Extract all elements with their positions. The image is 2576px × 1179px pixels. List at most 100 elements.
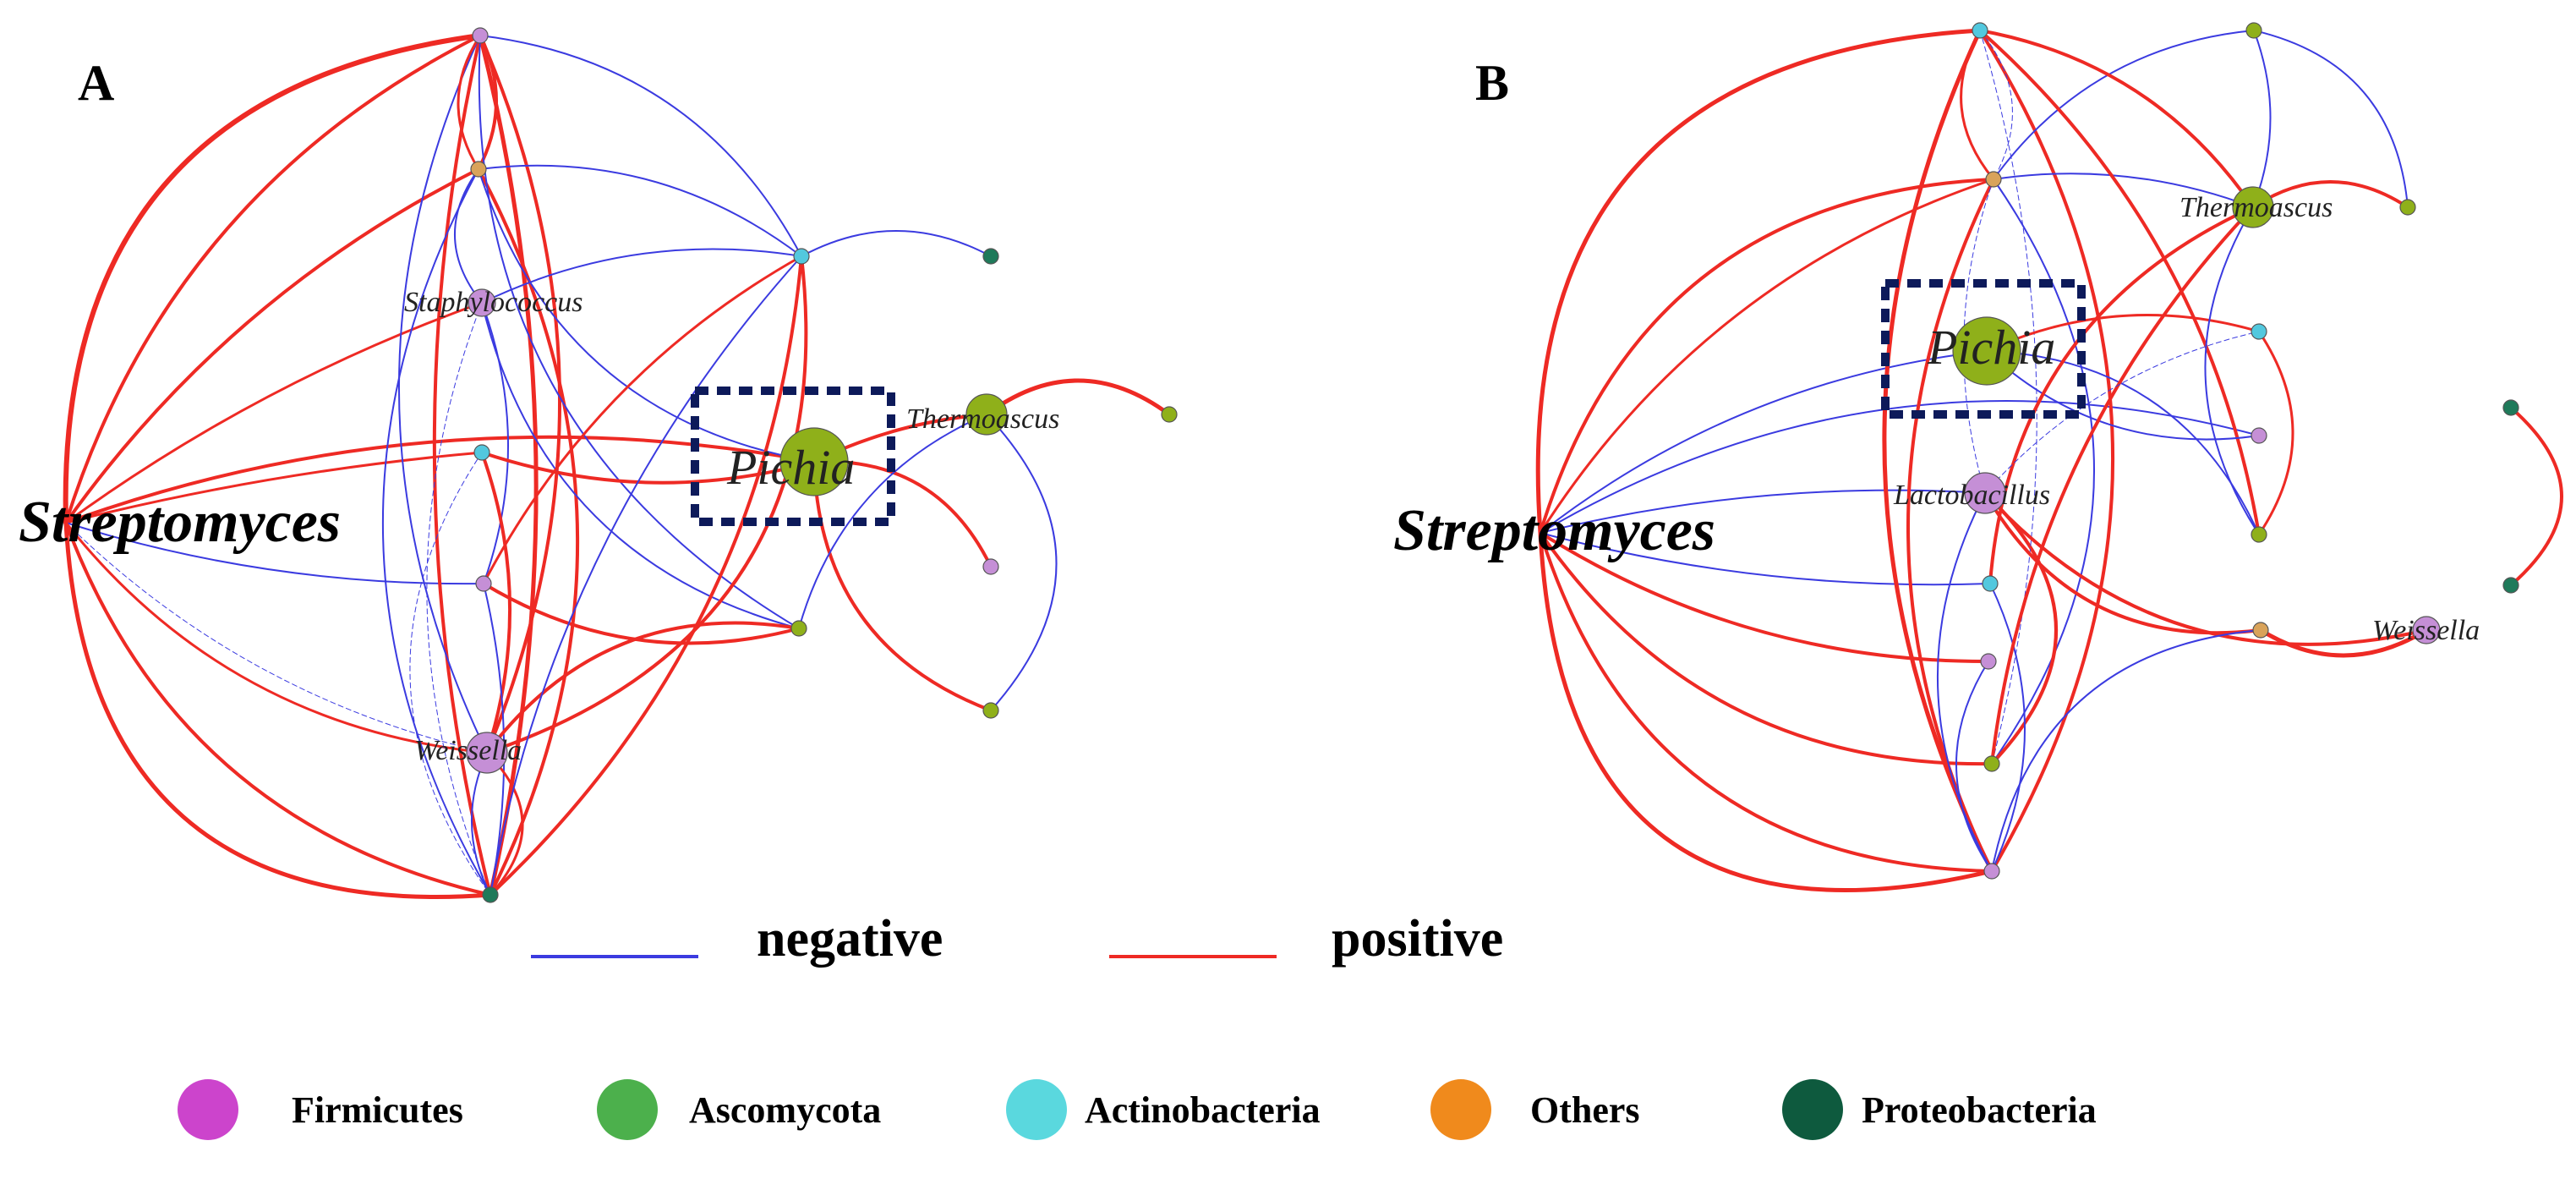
node-ascomycota (1161, 406, 1178, 423)
positive-edge (812, 460, 993, 712)
node-firmicutes (1980, 653, 1997, 670)
positive-edge (1538, 530, 1994, 893)
node-ascomycota (779, 427, 849, 496)
positive-edge (477, 167, 580, 897)
node-others (2252, 622, 2269, 639)
negative-edge (481, 248, 802, 304)
positive-edge (64, 521, 489, 754)
negative-edge (1979, 30, 2013, 180)
negative-edge (1936, 492, 1993, 872)
negative-edge (986, 414, 1058, 711)
node-ascomycota (2399, 199, 2416, 216)
positive-edge (64, 301, 484, 524)
firmicutes-legend-label: Firmicutes (292, 1089, 463, 1131)
firmicutes-legend-dot (178, 1079, 238, 1140)
node-ascomycota (1983, 755, 2000, 772)
node-actinobacteria (2251, 323, 2267, 340)
positive-edge (1539, 531, 1994, 873)
positive-legend-label: positive (1332, 910, 1503, 968)
thermoascus-label-b: Thermoascus (2179, 192, 2333, 223)
streptomyces-label-a: Streptomyces (19, 490, 341, 555)
negative-edge (2252, 30, 2272, 208)
positive-edge (1988, 206, 2255, 585)
negative-edge (481, 302, 800, 629)
edge-legend: negative positive (531, 910, 1503, 968)
positive-edge (1983, 491, 2058, 765)
node-firmicutes (1964, 472, 2006, 514)
positive-edge (485, 751, 524, 897)
negative-edge (478, 35, 800, 629)
others-legend-dot (1430, 1079, 1491, 1140)
positive-edge (457, 34, 482, 171)
ascomycota-legend-dot (597, 1079, 658, 1140)
positive-edge (489, 255, 803, 897)
node-firmicutes (1983, 863, 2000, 880)
pichia-highlight-box-b (1881, 279, 2086, 419)
positive-edge (63, 33, 483, 525)
actinobacteria-legend-label: Actinobacteria (1085, 1089, 1321, 1131)
negative-edge (1540, 350, 1988, 534)
proteobacteria-legend-label: Proteobacteria (1862, 1089, 2097, 1131)
node-ascomycota (965, 393, 1008, 436)
positive-edge (482, 255, 803, 585)
node-firmicutes (2251, 427, 2267, 444)
positive-edge (2258, 628, 2429, 658)
node-others (1985, 171, 2002, 188)
positive-edge (64, 451, 484, 524)
node-actinobacteria (1972, 22, 1988, 39)
positive-edge (1978, 29, 2255, 209)
others-legend-label: Others (1530, 1089, 1640, 1131)
negative-edge (1986, 350, 2260, 441)
positive-edge (2509, 406, 2563, 587)
negative-edge (489, 255, 802, 896)
negative-edge (798, 414, 987, 629)
positive-edge (479, 34, 561, 754)
positive-edge (1983, 491, 2262, 635)
negative-edge (2253, 30, 2409, 208)
positive-edge (1978, 29, 2114, 873)
node-ascomycota (982, 702, 999, 719)
positive-edge (480, 451, 816, 485)
positive-edge (485, 621, 801, 754)
negative-edge (1963, 178, 1994, 494)
node-proteobacteria (482, 886, 499, 903)
node-ascomycota (2251, 526, 2267, 543)
negative-edge (1955, 661, 1993, 872)
panel-letter-b: B (1475, 55, 1509, 111)
negative-edge (1986, 350, 2260, 535)
negative-edge (1991, 629, 2262, 872)
ascomycota-legend-label: Ascomycota (689, 1089, 881, 1131)
node-proteobacteria (2502, 577, 2519, 594)
negative-edge (478, 168, 815, 463)
negative-edge (801, 230, 992, 257)
streptomyces-label-b: Streptomyces (1393, 498, 1715, 563)
negative-edge (1993, 173, 2254, 208)
panel-letter-a: A (78, 55, 114, 111)
negative-edge (1540, 489, 1986, 534)
negative-edge (483, 583, 506, 896)
positive-edge (485, 255, 808, 754)
negative-edge (481, 302, 509, 584)
node-ascomycota (1952, 316, 2021, 386)
positive-edge (1535, 28, 1983, 535)
positive-edge (478, 33, 539, 897)
pichia-label-a: Pichia (726, 440, 855, 495)
node-proteobacteria (2502, 399, 2519, 416)
negative-legend-label: negative (757, 910, 943, 968)
positive-edge (477, 34, 498, 171)
thermoascus-label-a: Thermoascus (906, 403, 1059, 435)
lactobacillus-label-b: Lactobacillus (1893, 480, 2050, 511)
node-firmicutes (466, 732, 508, 774)
negative-edge (478, 164, 802, 257)
positive-edge (1882, 28, 1994, 874)
positive-edge (64, 167, 480, 524)
positive-edge (1539, 178, 1995, 535)
positive-edge (1985, 314, 2261, 353)
node-firmicutes (2412, 616, 2441, 644)
negative-edge (381, 168, 491, 896)
negative-edge (1984, 331, 2260, 494)
positive-edge (63, 520, 493, 899)
negative-edge (2204, 206, 2260, 535)
actinobacteria-legend-dot (1006, 1079, 1067, 1140)
